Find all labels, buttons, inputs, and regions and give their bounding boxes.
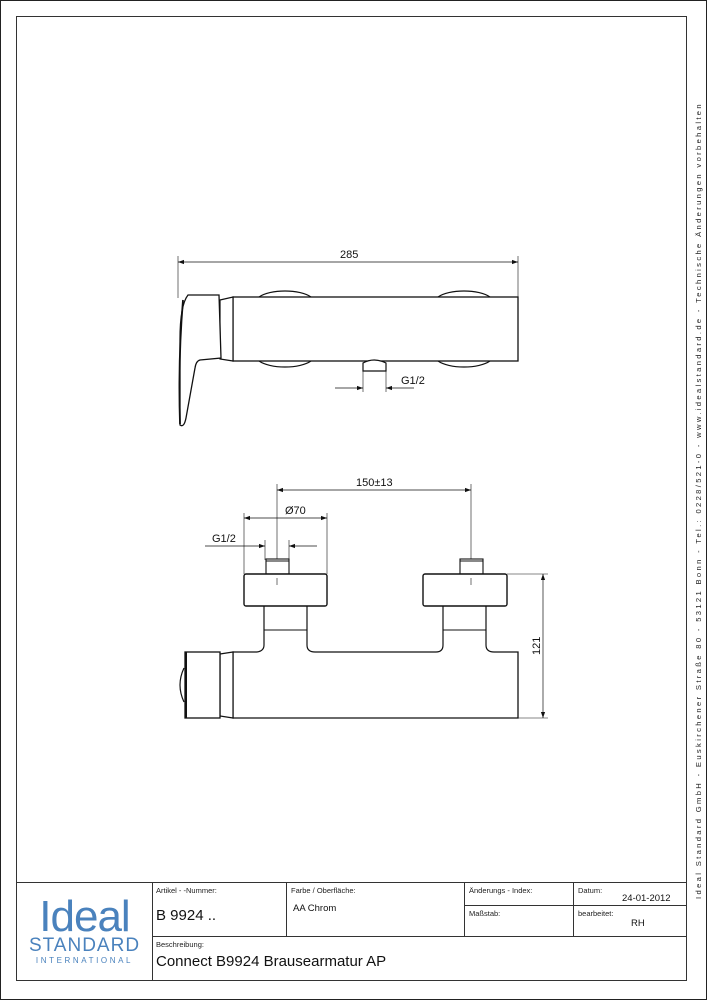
logo-wordmark-international: INTERNATIONAL bbox=[35, 956, 134, 965]
dim-overall-length: 285 bbox=[340, 249, 358, 261]
article-number-label: Artikel - -Nummer: bbox=[156, 886, 217, 895]
description-label: Beschreibung: bbox=[156, 940, 204, 949]
article-number-cell: Artikel - -Nummer: B 9924 .. bbox=[152, 883, 287, 937]
dim-outlet-thread: G1/2 bbox=[401, 375, 425, 387]
revision-index-label: Änderungs - Index: bbox=[469, 886, 533, 895]
logo-wordmark-standard: STANDARD bbox=[28, 935, 141, 956]
description-value: Connect B9924 Brausearmatur AP bbox=[156, 953, 387, 970]
revision-index-cell: Änderungs - Index: bbox=[465, 883, 574, 906]
scale-label: Maßstab: bbox=[469, 909, 501, 918]
brand-logo: Ideal STANDARD INTERNATIONAL bbox=[17, 883, 153, 981]
description-cell: Beschreibung: Connect B9924 Brausearmatu… bbox=[152, 937, 686, 981]
dim-connection-spacing: 150±13 bbox=[356, 477, 393, 489]
dim-height: 121 bbox=[531, 637, 543, 655]
title-block: Ideal STANDARD INTERNATIONAL Artikel - -… bbox=[17, 882, 686, 981]
editor-cell: bearbeitet: RH bbox=[574, 906, 686, 937]
logo-wordmark-ideal: Ideal bbox=[39, 892, 130, 941]
editor-value: RH bbox=[631, 918, 645, 929]
dim-rosette-diameter: Ø70 bbox=[285, 505, 306, 517]
finish-value: AA Chrom bbox=[293, 903, 337, 914]
finish-label: Farbe / Oberfläche: bbox=[291, 886, 356, 895]
top-view bbox=[179, 484, 548, 719]
finish-cell: Farbe / Oberfläche: AA Chrom bbox=[287, 883, 465, 937]
date-label: Datum: bbox=[578, 886, 603, 895]
scale-cell: Maßstab: bbox=[465, 906, 574, 937]
date-cell: Datum: 24-01-2012 bbox=[574, 883, 686, 906]
editor-label: bearbeitet: bbox=[578, 909, 614, 918]
date-value: 24-01-2012 bbox=[622, 893, 671, 904]
dim-inlet-thread: G1/2 bbox=[212, 533, 236, 545]
article-number-value: B 9924 .. bbox=[156, 907, 217, 924]
side-view bbox=[177, 256, 519, 427]
